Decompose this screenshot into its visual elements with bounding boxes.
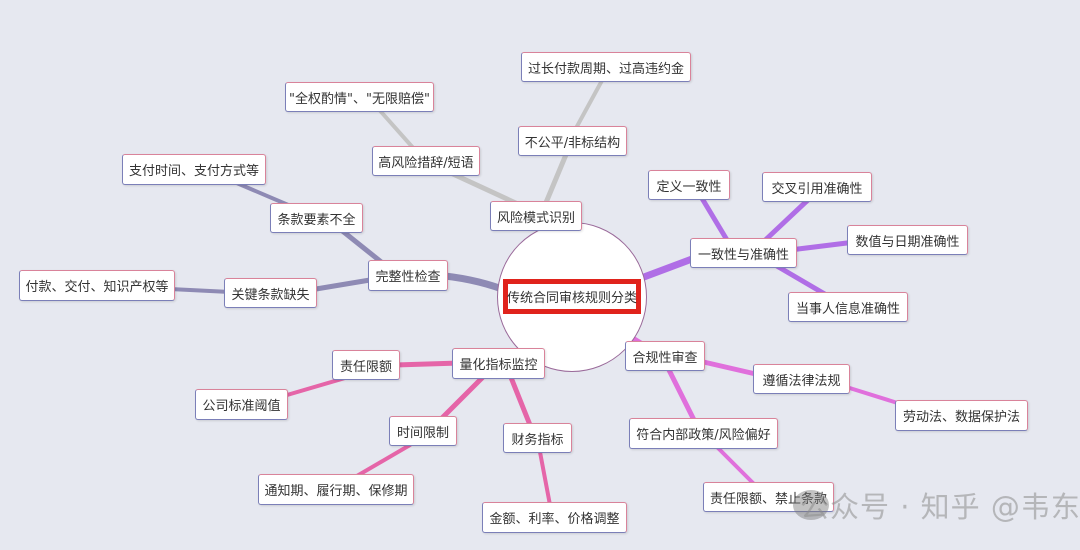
node-liability-limit[interactable]: 责任限额	[332, 350, 400, 380]
node-missing-clauses[interactable]: 关键条款缺失	[224, 278, 317, 308]
node-laws-leaf[interactable]: 劳动法、数据保护法	[895, 400, 1028, 431]
edge-integrity-missing	[307, 277, 373, 293]
node-consistency[interactable]: 一致性与准确性	[690, 238, 797, 268]
edge-missing-leaf	[168, 287, 232, 294]
edge-metrics-liability	[392, 360, 463, 368]
edge-compliance-law	[692, 357, 763, 378]
node-metrics[interactable]: 量化指标监控	[452, 348, 545, 379]
node-liability-leaf[interactable]: 公司标准阈值	[195, 389, 288, 420]
node-time-limit[interactable]: 时间限制	[389, 416, 457, 446]
edge-consistency-xref	[757, 195, 813, 248]
node-party-info[interactable]: 当事人信息准确性	[788, 292, 908, 322]
wechat-watermark-icon	[793, 490, 829, 520]
node-laws[interactable]: 遵循法律法规	[753, 364, 850, 394]
edge-root-consistency	[632, 252, 704, 284]
node-risk-phrases[interactable]: 高风险措辞/短语	[372, 146, 480, 176]
edge-unfair-leaf	[573, 73, 607, 132]
node-unfair-structure[interactable]: 不公平/非标结构	[518, 126, 627, 156]
edge-compliance-policy	[665, 365, 698, 425]
edge-metrics-finance	[507, 372, 533, 428]
node-number-date[interactable]: 数值与日期准确性	[847, 225, 968, 255]
node-missing-leaf[interactable]: 付款、交付、知识产权等	[19, 270, 175, 301]
node-internal-policy[interactable]: 符合内部政策/风险偏好	[629, 418, 778, 449]
edge-phrases-leaf	[373, 103, 417, 152]
node-incomplete-elements[interactable]: 条款要素不全	[270, 203, 363, 233]
edge-finance-leaf	[538, 450, 552, 507]
watermark: 公众号 · 知乎 @韦东东	[800, 490, 1080, 524]
node-time-leaf[interactable]: 通知期、履行期、保修期	[258, 474, 414, 505]
node-phrases-leaf[interactable]: "全权酌情"、"无限赔偿"	[285, 82, 434, 112]
edge-metrics-time	[437, 372, 488, 423]
node-cross-reference[interactable]: 交叉引用准确性	[762, 172, 872, 202]
node-compliance[interactable]: 合规性审查	[625, 341, 705, 371]
node-risk-pattern[interactable]: 风险模式识别	[490, 201, 582, 231]
edge-consistency-num	[787, 239, 858, 253]
node-elements-leaf[interactable]: 支付时间、支付方式等	[122, 154, 266, 185]
node-integrity-check[interactable]: 完整性检查	[368, 260, 448, 291]
node-finance-leaf[interactable]: 金额、利率、价格调整	[482, 502, 627, 533]
node-policy-leaf[interactable]: 责任限额、禁止条款	[703, 482, 834, 512]
node-unfair-leaf[interactable]: 过长付款周期、过高违约金	[521, 52, 691, 82]
root-node[interactable]: 传统合同审核规则分类	[503, 279, 641, 314]
node-financial-metrics[interactable]: 财务指标	[503, 423, 572, 453]
edge-consistency-def	[697, 192, 733, 248]
node-definition-consistency[interactable]: 定义一致性	[648, 170, 730, 200]
